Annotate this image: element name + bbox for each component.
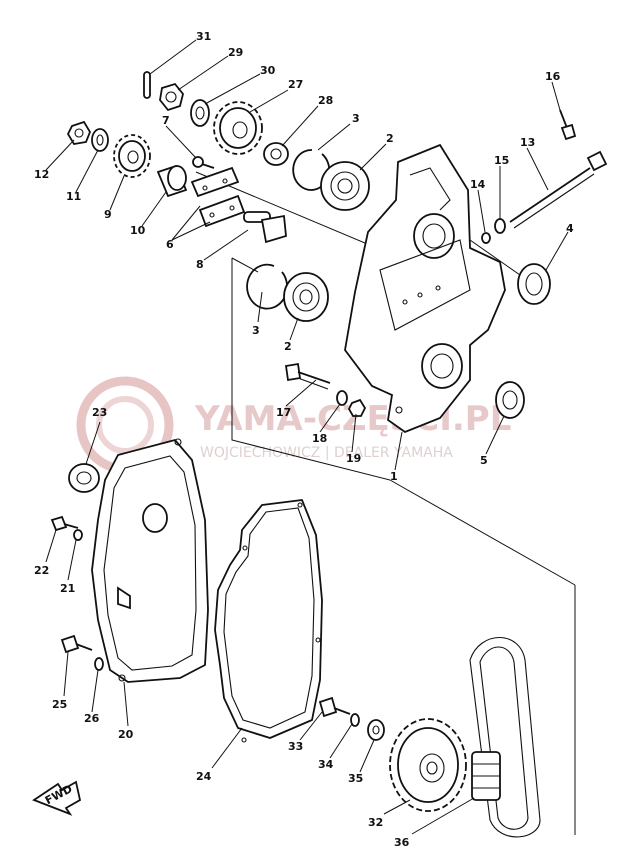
part-5-seal — [495, 381, 525, 419]
callout-3-upper: 3 — [352, 112, 360, 125]
callout-10: 10 — [130, 224, 146, 237]
part-32-sprocket — [389, 718, 467, 812]
part-26-washer — [94, 657, 104, 671]
callout-36: 36 — [394, 836, 410, 849]
part-16-bolt — [559, 109, 577, 141]
callout-labels: 31 29 30 27 28 3 2 16 13 15 14 4 7 12 11… — [34, 30, 574, 849]
part-28-collar — [263, 142, 289, 166]
callout-34: 34 — [318, 758, 334, 771]
part-2-bearing-lower — [283, 272, 329, 322]
callout-35: 35 — [348, 772, 363, 785]
part-9-sprocket — [113, 134, 151, 178]
fwd-arrow-icon: FWD — [32, 780, 82, 816]
callout-31: 31 — [196, 30, 211, 43]
part-25-bolt — [60, 634, 93, 654]
part-19-nut — [347, 398, 367, 417]
callout-21: 21 — [60, 582, 75, 595]
part-13-long-bolt — [509, 150, 608, 229]
part-33-bolt — [318, 696, 351, 718]
callout-1: 1 — [390, 470, 398, 483]
callout-30: 30 — [260, 64, 276, 77]
callout-23: 23 — [92, 406, 107, 419]
part-4-seal — [517, 263, 551, 305]
part-27-sprocket — [213, 101, 263, 155]
part-21-washer — [73, 529, 83, 541]
part-15-washer — [494, 218, 506, 234]
part-18-washer — [336, 390, 348, 406]
callout-8: 8 — [196, 258, 204, 271]
part-24-gasket — [214, 499, 323, 743]
callout-12: 12 — [34, 168, 49, 181]
callout-16: 16 — [545, 70, 561, 83]
part-10-bushing — [156, 164, 188, 198]
part-1-chaincase — [344, 143, 506, 434]
part-20-cover — [91, 438, 209, 683]
part-7-bolt — [192, 156, 215, 169]
part-6-plates — [190, 166, 246, 228]
callout-2-lower: 2 — [284, 340, 292, 353]
part-31-pin — [143, 71, 151, 99]
callout-2-upper: 2 — [386, 132, 394, 145]
callout-13: 13 — [520, 136, 535, 149]
callout-33: 33 — [288, 740, 303, 753]
callout-3-lower: 3 — [252, 324, 260, 337]
part-11-washer — [91, 128, 109, 152]
callout-25: 25 — [52, 698, 67, 711]
callout-7: 7 — [162, 114, 170, 127]
callout-9: 9 — [104, 208, 112, 221]
part-34-washer — [350, 713, 360, 727]
callout-14: 14 — [470, 178, 486, 191]
part-22-bolt — [50, 515, 79, 532]
watermark-subtitle: WOJCIECHOWICZ | DEALER YAMAHA — [200, 445, 453, 461]
part-23-seal — [68, 463, 100, 493]
callout-28: 28 — [318, 94, 333, 107]
callout-11: 11 — [66, 190, 81, 203]
callout-24: 24 — [196, 770, 212, 783]
part-17-bolt — [284, 362, 331, 390]
part-3-circlip-lower — [246, 263, 288, 310]
part-8-tensioner — [243, 211, 287, 244]
callout-15: 15 — [494, 154, 509, 167]
callout-20: 20 — [118, 728, 134, 741]
callout-4: 4 — [566, 222, 574, 235]
part-2-bearing-upper — [320, 161, 370, 211]
part-12-nut — [66, 120, 92, 145]
part-30-washer — [190, 99, 210, 127]
callout-6: 6 — [166, 238, 174, 251]
callout-18: 18 — [312, 432, 327, 445]
callout-5: 5 — [480, 454, 488, 467]
callout-17: 17 — [276, 406, 291, 419]
part-29-nut — [159, 82, 184, 112]
callout-27: 27 — [288, 78, 303, 91]
part-35-washer — [367, 719, 385, 741]
callout-19: 19 — [346, 452, 361, 465]
callout-26: 26 — [84, 712, 100, 725]
part-14-washer — [481, 232, 491, 244]
callout-29: 29 — [228, 46, 243, 59]
leader-lines — [45, 39, 569, 835]
part-36-chain — [469, 637, 541, 838]
callout-32: 32 — [368, 816, 383, 829]
callout-22: 22 — [34, 564, 49, 577]
